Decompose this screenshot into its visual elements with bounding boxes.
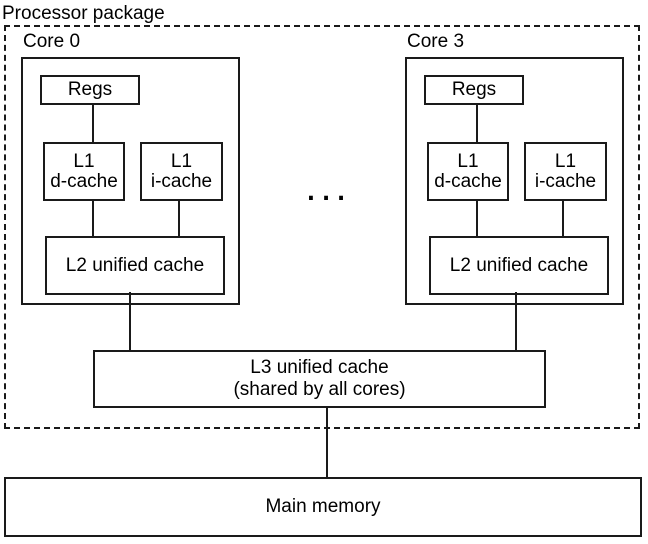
core-3-l2-label: L2 unified cache [449, 254, 589, 276]
core-0-l1-dcache-box: L1 d-cache [43, 142, 125, 201]
main-memory-label: Main memory [265, 496, 381, 517]
core-0-box: Regs L1 d-cache L1 i-cache L2 unified ca… [21, 57, 240, 305]
core-0-regs-box: Regs [40, 75, 140, 105]
core-0-l1-dcache-line2: d-cache [50, 170, 118, 192]
core-3-label: Core 3 [407, 31, 465, 52]
core-0-l1-icache-line2: i-cache [150, 170, 213, 192]
core-3-l1-dcache-box: L1 d-cache [427, 142, 509, 201]
core-0-l1i-to-l2-connector [178, 199, 180, 237]
core-3-l2-cache-box: L2 unified cache [429, 236, 609, 295]
more-cores-ellipsis: ... [305, 165, 351, 209]
l3-to-main-memory-connector [326, 406, 328, 477]
core-0-label: Core 0 [23, 31, 81, 52]
core-0-l1-dcache-line1: L1 [73, 150, 95, 172]
core-3-l1-dcache-line1: L1 [457, 150, 479, 172]
core-3-l1-dcache-line2: d-cache [434, 170, 502, 192]
core-3-l1i-to-l2-connector [562, 199, 564, 237]
core-3-l1-icache-line1: L1 [554, 150, 577, 172]
main-memory-box: Main memory [4, 477, 642, 537]
core-3-l1-icache-line2: i-cache [534, 170, 597, 192]
core-0-l1-icache-box: L1 i-cache [140, 142, 223, 201]
core-3-l1d-to-l2-connector [476, 199, 478, 237]
l3-cache-box: L3 unified cache (shared by all cores) [93, 350, 546, 408]
core-3-regs-to-l1d-connector [476, 104, 478, 143]
processor-package-boundary [4, 25, 640, 429]
l3-cache-line1: L3 unified cache [250, 357, 389, 378]
core-0-l2-to-l3-connector [129, 292, 131, 350]
core-0-l1-icache-line1: L1 [170, 150, 193, 172]
processor-package-label: Processor package [2, 3, 165, 24]
core-0-regs-to-l1d-connector [92, 104, 94, 143]
core-0-l2-label: L2 unified cache [65, 254, 205, 276]
core-0-l2-cache-box: L2 unified cache [45, 236, 225, 295]
l3-cache-line2: (shared by all cores) [233, 379, 406, 400]
core-3-regs-label: Regs [451, 79, 497, 100]
core-3-l1-icache-box: L1 i-cache [524, 142, 607, 201]
core-0-l1d-to-l2-connector [92, 199, 94, 237]
core-3-regs-box: Regs [424, 75, 524, 105]
core-3-l2-to-l3-connector [515, 292, 517, 350]
core-0-regs-label: Regs [67, 79, 113, 100]
core-3-box: Regs L1 d-cache L1 i-cache L2 unified ca… [405, 57, 624, 305]
